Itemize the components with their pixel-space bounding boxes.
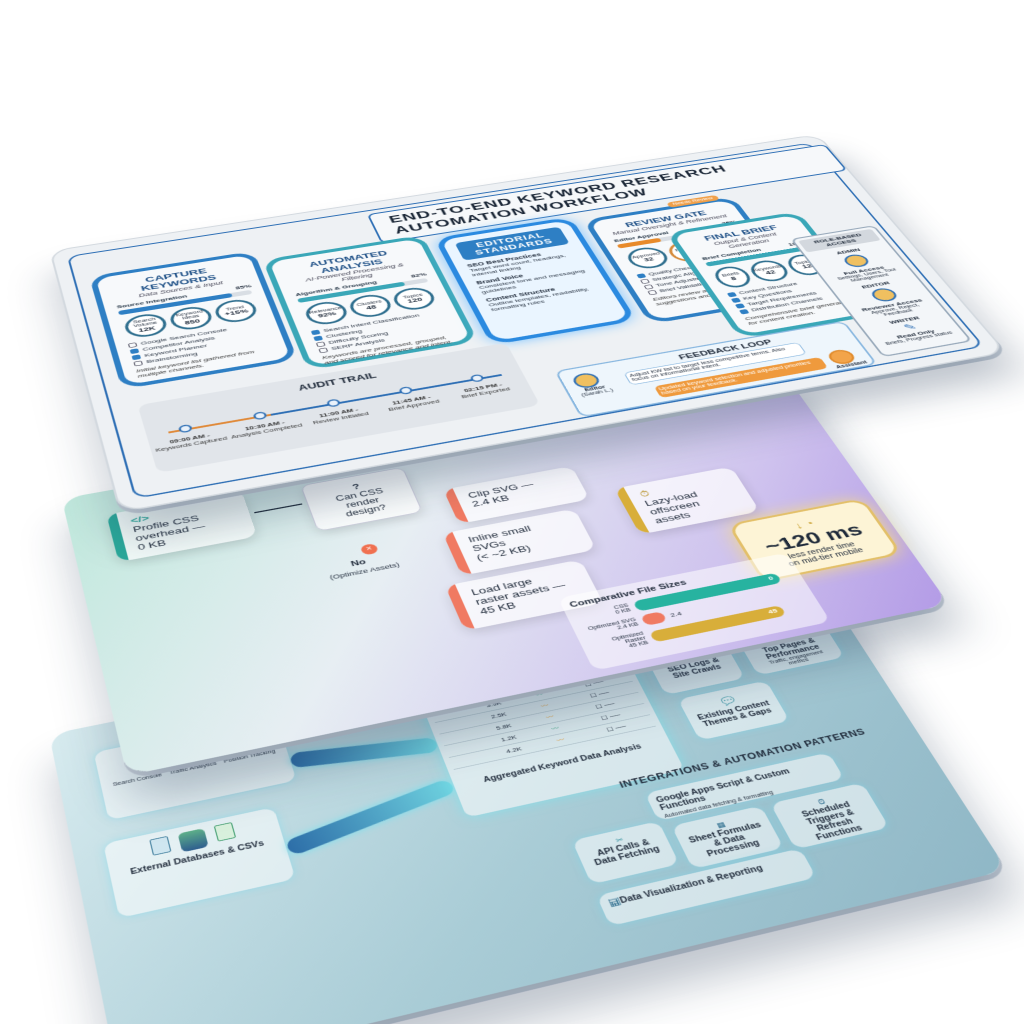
timeline-node[interactable] [469, 373, 485, 383]
metric-badge: Trend+15% [212, 297, 260, 325]
csv-file-icon [149, 835, 172, 856]
no-label: No [349, 558, 368, 569]
integration-item: ⏰︎Scheduled Triggers & Refresh Functions [770, 782, 890, 850]
external-db-panel: External Databases & CSVs [103, 807, 296, 919]
timeline-node[interactable] [398, 385, 414, 396]
data-flow-stream [290, 737, 439, 769]
integration-item: ✂API Calls & Data Fetching [571, 821, 680, 885]
no-marker-icon: × [359, 543, 380, 556]
editor-avatar-block: Editor(Sarah L.) [570, 370, 614, 398]
csv-file-icon [213, 822, 237, 842]
data-flow-stream [283, 778, 457, 857]
assistant-avatar-block: Assistant [825, 347, 868, 370]
editor-role-avatar [867, 286, 900, 303]
timeline-node[interactable] [252, 411, 268, 421]
timeline-node[interactable] [325, 398, 342, 408]
context-item: 💬︎ Existing Content Themes & Gaps [677, 680, 790, 741]
timeline-node[interactable] [177, 423, 193, 434]
timeline-event: 09:00 AM -Keywords Captured [154, 432, 229, 454]
flow-arrow [254, 503, 303, 514]
database-icon [177, 828, 209, 853]
